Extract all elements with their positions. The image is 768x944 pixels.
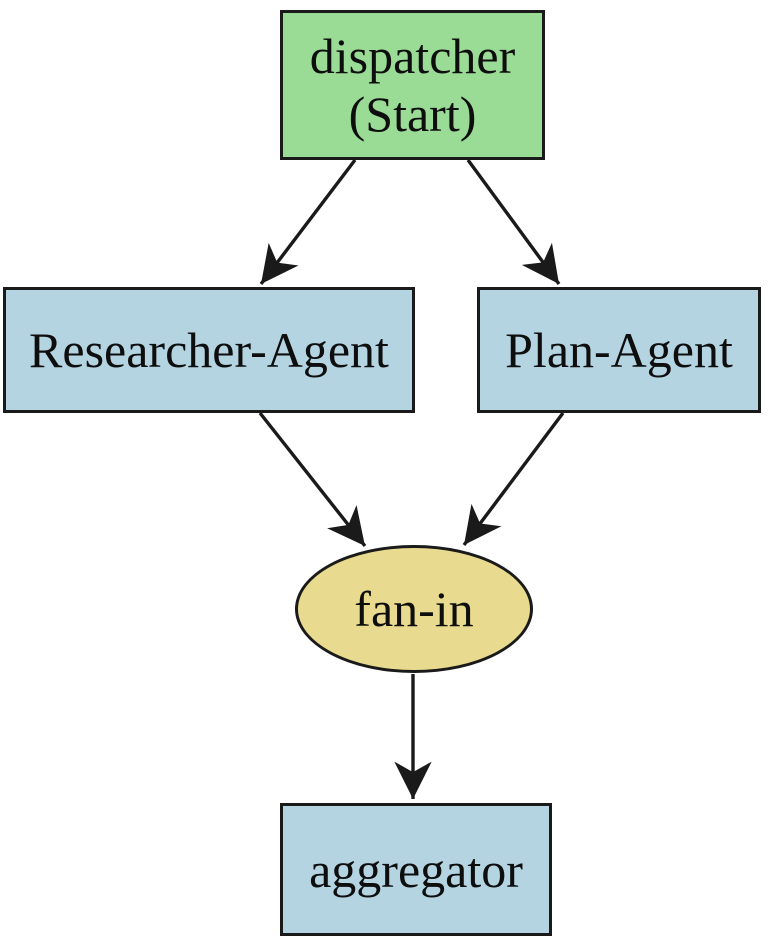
edge-researcher-to-fanin <box>258 411 367 548</box>
node-aggregator-label: aggregator <box>309 841 523 898</box>
node-aggregator: aggregator <box>280 803 552 936</box>
edge-dispatcher-to-researcher <box>259 158 357 286</box>
node-researcher-agent: Researcher-Agent <box>3 287 415 413</box>
node-researcher-agent-label: Researcher-Agent <box>29 322 389 378</box>
edge-dispatcher-to-plan <box>466 158 561 286</box>
edge-plan-to-fanin <box>462 411 565 547</box>
node-fan-in: fan-in <box>295 545 533 673</box>
node-dispatcher-label-line1: dispatcher <box>309 28 516 84</box>
node-dispatcher-start: dispatcher (Start) <box>280 10 545 160</box>
node-dispatcher-label-line2: (Start) <box>348 86 477 142</box>
node-plan-agent: Plan-Agent <box>477 287 761 413</box>
node-plan-agent-label: Plan-Agent <box>505 322 733 378</box>
node-fan-in-label: fan-in <box>354 581 474 637</box>
